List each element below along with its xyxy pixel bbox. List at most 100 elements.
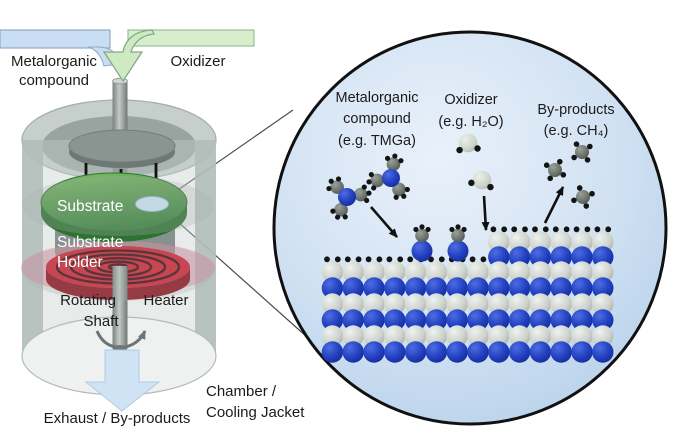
grey-lattice-atom: [571, 293, 593, 315]
h-atom: [326, 185, 332, 192]
blue-lattice-atom: [571, 246, 593, 268]
grey-lattice-atom: [592, 325, 614, 347]
grey-lattice-atom: [363, 325, 385, 347]
grey-lattice-atom: [508, 231, 531, 253]
adsorbed-species: [447, 224, 469, 262]
h-atom: [366, 179, 372, 185]
h-atom: [330, 208, 336, 214]
blue-lattice-atom: [363, 309, 385, 331]
adsorbed-species: [411, 224, 433, 262]
surface-h-atom: [522, 226, 528, 233]
h-atom: [366, 190, 372, 196]
grey-lattice-atom: [342, 293, 364, 315]
byproducts-label-line1: By-products: [537, 102, 614, 118]
blue-lattice-atom: [425, 309, 448, 331]
chamber-label-line2: Cooling Jacket: [206, 404, 305, 421]
shaft-lower: [112, 266, 128, 348]
h-atom: [404, 186, 410, 193]
gallium-atom: [338, 188, 356, 206]
tmga-molecule: [366, 153, 410, 200]
blue-lattice-atom: [550, 309, 572, 331]
rotation-arc-right: [124, 330, 147, 349]
surface-h-atom: [438, 256, 445, 263]
surface-h-atom: [594, 226, 601, 233]
jacket-bulge-upper: [22, 176, 214, 236]
inlet-merge-arrow: [102, 29, 156, 83]
oxidizer-label-line1: Oxidizer: [444, 92, 497, 108]
mo-label-line3: (e.g. TMGa): [338, 133, 416, 149]
methyl-group: [334, 202, 348, 217]
grey-lattice-atom: [550, 293, 572, 315]
jacket-bulge-lower: [22, 241, 214, 301]
blue-lattice-atom: [571, 341, 593, 363]
methane-molecule: [543, 158, 567, 182]
grey-lattice-atom: [467, 261, 489, 283]
blue-lattice-atom: [592, 277, 614, 299]
methyl-group: [353, 187, 368, 202]
grey-lattice-atom: [592, 261, 614, 283]
inlet-blue-label-line2: compound: [19, 72, 89, 89]
h-atom: [334, 214, 341, 220]
blue-lattice-atom: [592, 246, 614, 268]
h-atom: [573, 141, 580, 147]
chamber-label-line1: Chamber /: [206, 383, 277, 400]
h-atom: [557, 158, 563, 165]
surface-h-atom: [334, 256, 341, 263]
h-atom: [455, 224, 461, 230]
blue-lattice-atom: [508, 246, 531, 268]
grey-lattice-atom: [363, 261, 385, 283]
blue-lattice-atom: [508, 277, 531, 299]
molecules-layer: [326, 133, 595, 262]
blue-lattice-atom: [571, 309, 593, 331]
h-atom: [368, 171, 374, 178]
blue-lattice-atom: [404, 309, 427, 331]
blue-lattice-atom: [571, 277, 593, 299]
chamber-wall-left: [22, 140, 43, 358]
substrate-disc: [40, 172, 188, 232]
grey-lattice-atom: [488, 261, 510, 283]
carbon-atom: [576, 190, 590, 204]
grey-lattice-atom: [508, 293, 531, 315]
holder-label-line1: Substrate: [57, 234, 123, 251]
blue-lattice-atom: [467, 309, 489, 331]
methyl-group: [386, 157, 401, 172]
blue-lattice-atom: [446, 309, 468, 331]
reaction-arrow: [543, 186, 565, 224]
oxygen-atom: [458, 133, 478, 153]
rotation-arc-left: [95, 330, 117, 349]
grey-lattice-atom: [363, 293, 385, 315]
h-atom: [361, 184, 367, 190]
blue-lattice-atom: [384, 277, 406, 299]
rotating-label-line2: Shaft: [83, 313, 119, 330]
heater-label: Heater: [143, 292, 188, 309]
blue-lattice-atom: [342, 341, 364, 363]
mo-label-line1: Metalorganic: [335, 90, 418, 106]
chamber-wall-right: [195, 140, 216, 358]
surface-h-atom: [532, 226, 538, 233]
blue-lattice-atom: [446, 277, 468, 299]
surface-h-atom: [542, 226, 549, 233]
surface-h-atom: [386, 256, 393, 263]
methyl-group: [451, 228, 465, 243]
grey-lattice-atom: [321, 293, 344, 315]
h-atom: [547, 175, 553, 182]
surface-h-atom: [344, 256, 351, 263]
blue-lattice-atom: [467, 277, 489, 299]
blue-lattice-atom: [550, 246, 572, 268]
grey-lattice-atom: [529, 231, 552, 253]
blue-lattice-atom: [425, 341, 448, 363]
blue-lattice-atom: [529, 309, 552, 331]
h-atom: [371, 185, 377, 191]
surface-h-atom: [573, 226, 580, 233]
grey-lattice-atom: [425, 261, 448, 283]
grey-lattice-atom: [488, 293, 510, 315]
grey-lattice-atom: [342, 325, 364, 347]
grey-lattice-atom: [592, 293, 614, 315]
h-atom: [589, 190, 595, 197]
grey-lattice-atom: [571, 231, 593, 253]
h-atom: [456, 146, 463, 154]
grey-lattice-atom: [425, 325, 448, 347]
grey-lattice-atom: [550, 325, 572, 347]
heater-side: [46, 267, 190, 300]
blue-lattice-atom: [529, 277, 552, 299]
